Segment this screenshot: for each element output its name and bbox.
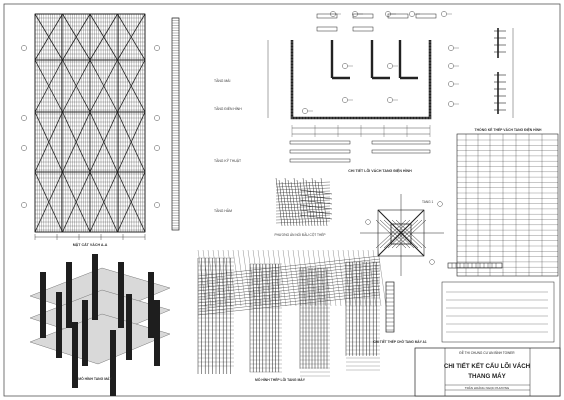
sheet-border [3, 3, 561, 397]
side-section-details [494, 28, 514, 118]
rebar-callout-icon [387, 63, 393, 69]
column-strip [171, 17, 180, 231]
level-marker-icon [21, 115, 27, 121]
rebar-callout-icon [437, 201, 443, 207]
core-column [92, 254, 98, 320]
rebar-3d-title: MÔ HÌNH THÉP LÕI TANG MÁY [255, 377, 306, 382]
core-column [56, 292, 62, 358]
rebar-callout-icon [342, 63, 348, 69]
rebar-callout-icon [342, 97, 348, 103]
project-label: ĐỀ THI CHUNG CƯ AN BÌNH TOWER [459, 350, 515, 355]
level-marker-icon [21, 45, 27, 51]
level-marker-icon [21, 202, 27, 208]
rebar-callout-icon [429, 259, 435, 265]
stirrup-symbol-icon [316, 26, 338, 32]
core-column [126, 294, 132, 360]
level-marker-icon [154, 115, 160, 121]
rebar-callout-icon [448, 63, 454, 69]
rebar-callout-icon [448, 101, 454, 107]
wall-elevation [21, 13, 160, 240]
stirrup-symbol-icon [387, 13, 409, 19]
column-cage-detail [275, 177, 333, 227]
rebar-schedule-table [456, 133, 559, 277]
rebar-callout-icon [448, 45, 454, 51]
core-column [110, 330, 116, 396]
level-label-typical: TẦNG ĐIỂN HÌNH [214, 106, 242, 111]
model-3d-title: MÔ HÌNH TANG MÁY [78, 376, 112, 381]
rebar-callout-icon [441, 11, 447, 17]
level-label-roof: TẦNG MÁI [214, 79, 230, 83]
stirrup-symbol-icon [415, 13, 437, 19]
core-3d-model [29, 254, 171, 396]
section-and-notes [385, 262, 555, 343]
title-block [414, 347, 561, 397]
drawing-title-line-2: THANG MÁY [468, 373, 506, 380]
core-wall-plan [267, 11, 459, 163]
rebar-3d-model [197, 249, 387, 377]
core-column [154, 300, 160, 366]
level-label-basement: TẦNG HẦM [214, 209, 232, 213]
core-column [40, 272, 46, 338]
rebar-callout-icon [448, 81, 454, 87]
beam-joint-detail [360, 194, 444, 276]
elevation-title: MẶT CẮT VÁCH A-A [73, 242, 108, 247]
wall-plan-title: CHI TIẾT LÕI VÁCH TANG ĐIỆN HÌNH [348, 168, 412, 173]
schedule-title: THỐNG KÊ THÉP VÁCH TANG ĐIỆN HÌNH [475, 127, 542, 132]
section-detail-title: CHI TIẾT THÉP CHỜ TANG MÁY A1 [373, 339, 426, 344]
rebar-callout-icon [387, 97, 393, 103]
core-column [82, 300, 88, 366]
core-column [66, 262, 72, 328]
level-marker-icon [154, 145, 160, 151]
level-label-technical: TẦNG KỸ THUẬT [214, 158, 241, 163]
core-column [72, 322, 78, 388]
level-marker-icon [21, 145, 27, 151]
rebar-callout-icon [365, 219, 371, 225]
level-marker-icon [154, 45, 160, 51]
drawing-title-line-1: CHI TIẾT KẾT CẤU LÕI VÁCH [444, 363, 531, 370]
stirrup-symbol-icon [352, 13, 374, 19]
rebar-callout-icon [302, 108, 308, 114]
designer-name: TRẦN HOÀNG NGỌC PHƯƠNG [465, 386, 510, 390]
stirrup-symbol-icon [352, 26, 374, 32]
stirrup-symbol-icon [316, 13, 338, 19]
level-marker-icon [154, 202, 160, 208]
cage-detail-label: PHƯƠNG ÁN NỐI ĐẦU CỘT THÉP [274, 232, 325, 237]
core-column [148, 272, 154, 338]
beam-detail-label: TANG 1 [422, 200, 434, 204]
rebar-callout-icon [409, 11, 415, 17]
core-column [118, 262, 124, 328]
